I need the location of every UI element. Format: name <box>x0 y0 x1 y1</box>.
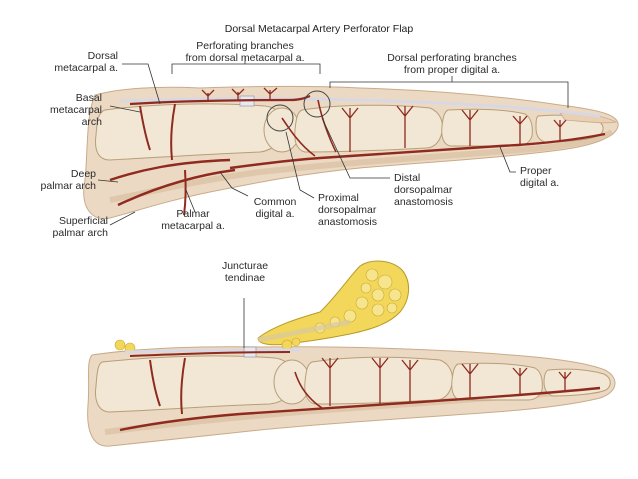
bottom-finger-illustration <box>87 260 616 447</box>
label-deep-palmar-arch: Deep palmar arch <box>40 168 96 192</box>
dorsal-metacarpal-artery <box>129 94 311 106</box>
label-basal-metacarpal-arch: Basal metacarpal arch <box>50 92 102 128</box>
label-common-digital: Common digital a. <box>253 196 297 220</box>
label-dorsal-metacarpal: Dorsal metacarpal a. <box>54 50 118 74</box>
basal-metacarpal-arch <box>139 105 151 151</box>
middle-phalanx <box>441 108 533 147</box>
label-proper-digital: Proper digital a. <box>520 165 560 189</box>
page-title: Dorsal Metacarpal Artery Perforator Flap <box>224 23 414 35</box>
common-digital-artery <box>229 156 321 170</box>
raised-flap <box>257 260 409 346</box>
label-juncturae-tendinae: Juncturae tendinae <box>221 260 269 284</box>
label-palmar-metacarpal: Palmar metacarpal a. <box>161 208 225 232</box>
metacarpal-bone <box>95 103 284 161</box>
dorsal-perforators <box>201 87 278 101</box>
top-leader-lines <box>97 56 569 226</box>
proximal-phalanx <box>294 104 443 153</box>
label-distal-anastomosis: Distal dorsopalmar anastomosis <box>394 172 453 208</box>
deep-palmar-arch <box>109 158 231 182</box>
top-finger-illustration <box>83 56 619 226</box>
digital-perforators <box>341 105 567 152</box>
palmar-metacarpal-artery <box>183 169 187 216</box>
label-superficial-palmar-arch: Superficial palmar arch <box>52 215 108 239</box>
proper-digital-artery <box>319 132 606 160</box>
label-dorsal-perforating-branches: Dorsal perforating branches from proper … <box>387 52 517 76</box>
label-proximal-anastomosis: Proximal dorsopalmar anastomosis <box>318 192 377 228</box>
proximal-anastomosis-marker <box>266 104 294 132</box>
distal-anastomosis-marker <box>303 90 331 118</box>
label-perforating-branches: Perforating branches from dorsal metacar… <box>185 40 305 64</box>
